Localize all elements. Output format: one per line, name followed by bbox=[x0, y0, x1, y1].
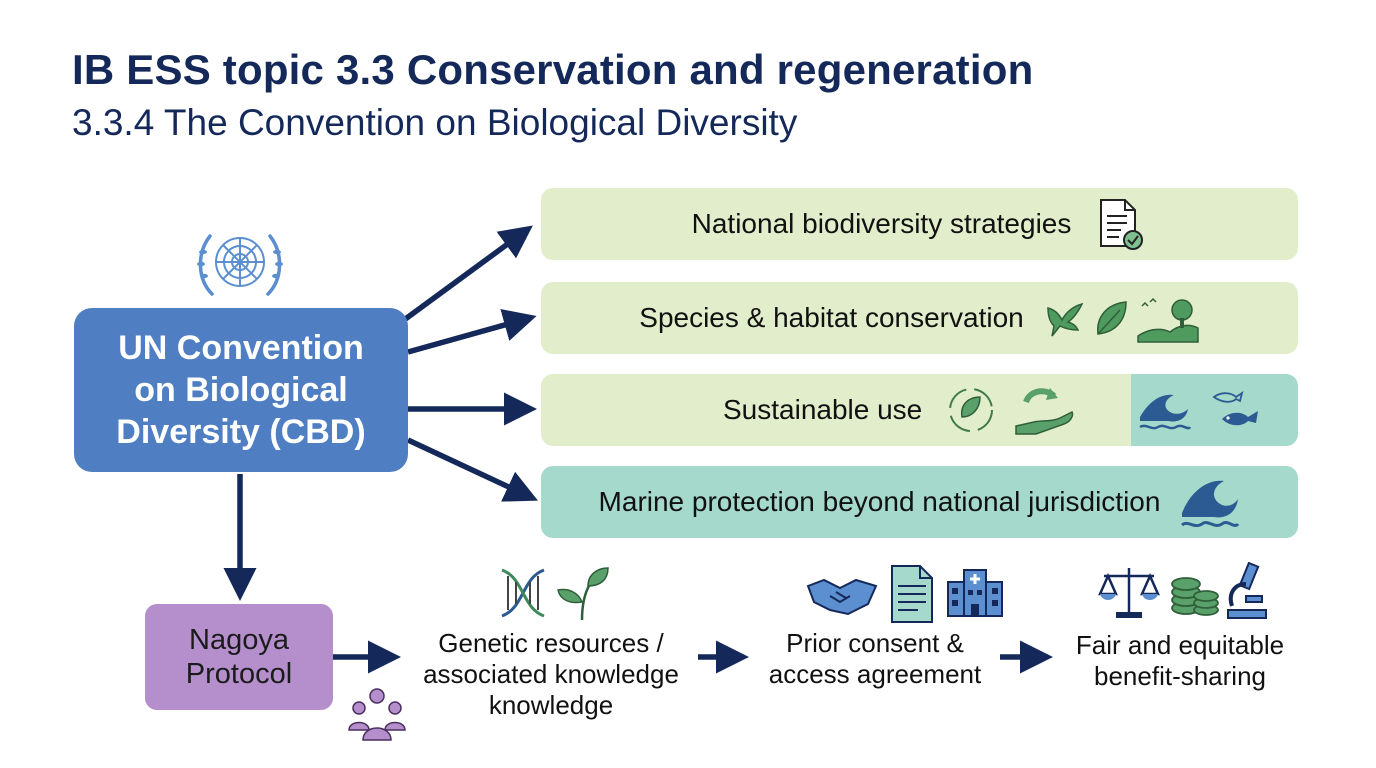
recycle-leaf-icon bbox=[949, 388, 994, 432]
cbd-label: UN Convention on Biological Diversity (C… bbox=[116, 329, 366, 451]
outcome-marine-protection: Marine protection beyond national jurisd… bbox=[541, 466, 1298, 538]
hand-cycle-icon bbox=[1015, 388, 1074, 435]
step-prior-consent: Prior consent & access agreement bbox=[768, 628, 982, 689]
outcome-label: Sustainable use bbox=[723, 394, 923, 425]
scales-icon bbox=[1098, 568, 1160, 618]
outcome-label: National biodiversity strategies bbox=[691, 208, 1072, 239]
outcome-national-strategies: National biodiversity strategies bbox=[541, 188, 1298, 260]
document-icon bbox=[891, 565, 933, 623]
outcome-label: Species & habitat conservation bbox=[639, 302, 1024, 333]
un-emblem-icon bbox=[197, 234, 283, 296]
bird-icon bbox=[1046, 302, 1084, 337]
wave-icon bbox=[1139, 394, 1192, 430]
outcome-sustainable-use: Sustainable use bbox=[541, 374, 1298, 446]
dna-icon bbox=[501, 568, 545, 618]
landscape-tree-icon bbox=[1136, 297, 1199, 343]
nagoya-protocol-box: Nagoya Protocol bbox=[145, 604, 333, 710]
fish-icon bbox=[1212, 390, 1259, 426]
outcome-species-habitat: Species & habitat conservation bbox=[541, 282, 1298, 354]
hospital-icon bbox=[947, 569, 1003, 617]
outcome-label: Marine protection beyond national jurisd… bbox=[598, 486, 1161, 517]
cbd-box: UN Convention on Biological Diversity (C… bbox=[74, 308, 408, 472]
handshake-icon bbox=[806, 578, 878, 616]
arrow-to-strategies bbox=[402, 225, 533, 323]
document-check-icon bbox=[1100, 199, 1144, 250]
page-title: IB ESS topic 3.3 Conservation and regene… bbox=[72, 46, 1034, 93]
step-benefit-sharing: Fair and equitable benefit-sharing bbox=[1075, 630, 1285, 691]
people-group-icon bbox=[348, 688, 406, 741]
page-subtitle: 3.3.4 The Convention on Biological Diver… bbox=[72, 102, 798, 143]
plant-icon bbox=[557, 567, 609, 621]
wave-icon bbox=[1181, 480, 1240, 528]
arrow-to-species bbox=[407, 309, 537, 355]
nagoya-label: Nagoya Protocol bbox=[185, 624, 293, 690]
step-genetic-resources: Genetic resources / associated knowledge… bbox=[423, 628, 679, 720]
microscope-icon bbox=[1227, 562, 1267, 619]
coins-icon bbox=[1171, 577, 1219, 616]
leaf-icon bbox=[1096, 301, 1127, 335]
arrow-to-marine bbox=[406, 437, 538, 502]
